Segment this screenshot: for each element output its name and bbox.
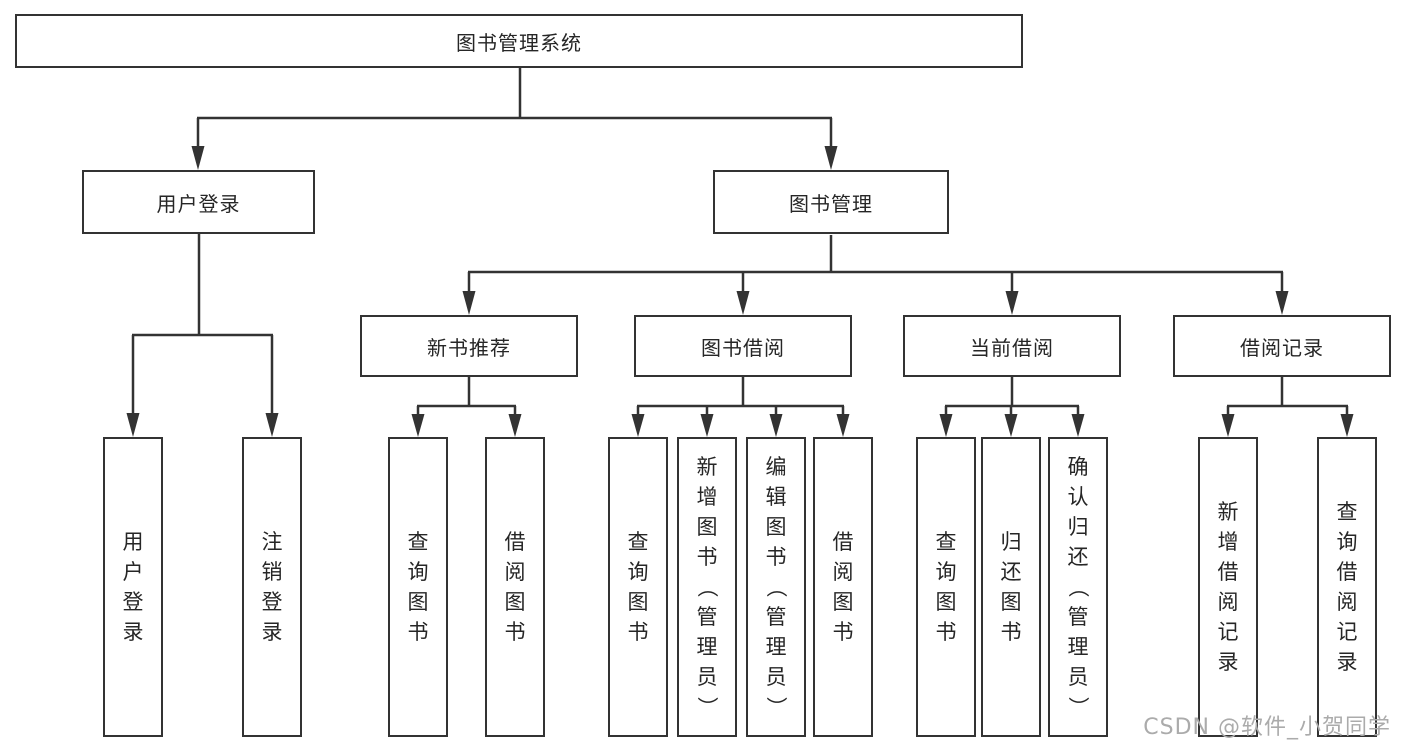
node-leaf-edit-books-admin: 编辑图书（管理员） <box>746 437 806 737</box>
node-label: 查询借阅记录 <box>1336 500 1358 674</box>
arrowhead <box>1004 414 1018 437</box>
arrowhead <box>1275 291 1289 315</box>
arrowhead <box>1340 414 1354 437</box>
node-label: 图书管理系统 <box>456 30 582 55</box>
node-leaf-query-books-recommend: 查询图书 <box>388 437 448 737</box>
node-label: 查询图书 <box>627 530 649 644</box>
node-leaf-confirm-return-admin: 确认归还（管理员） <box>1048 437 1108 737</box>
arrowhead <box>508 414 522 437</box>
node-new-book-recommend: 新书推荐 <box>360 315 578 377</box>
arrowhead <box>191 146 205 170</box>
node-borrow-records: 借阅记录 <box>1173 315 1391 377</box>
node-leaf-query-borrow-record: 查询借阅记录 <box>1317 437 1377 737</box>
node-label: 用户登录 <box>122 530 144 644</box>
node-label: 用户登录 <box>156 191 241 216</box>
node-label: 编辑图书（管理员） <box>764 455 788 718</box>
node-label: 借阅图书 <box>504 530 526 644</box>
arrowhead <box>1005 291 1019 315</box>
node-leaf-query-books-current: 查询图书 <box>916 437 976 737</box>
node-label: 注销登录 <box>261 530 283 644</box>
node-label: 新增图书（管理员） <box>695 455 719 718</box>
node-leaf-query-books-borrow: 查询图书 <box>608 437 668 737</box>
node-label: 确认归还（管理员） <box>1066 455 1090 718</box>
arrowhead <box>700 414 714 437</box>
node-library-management-system: 图书管理系统 <box>15 14 1023 68</box>
node-book-management: 图书管理 <box>713 170 949 234</box>
node-leaf-add-borrow-record: 新增借阅记录 <box>1198 437 1258 737</box>
node-current-borrow: 当前借阅 <box>903 315 1121 377</box>
arrowhead <box>411 414 425 437</box>
csdn-watermark: CSDN @软件_小贺同学 <box>1143 715 1391 740</box>
node-label: 查询图书 <box>407 530 429 644</box>
node-book-borrow: 图书借阅 <box>634 315 852 377</box>
arrowhead <box>126 413 140 437</box>
node-label: 图书借阅 <box>701 335 785 360</box>
arrowhead <box>631 414 645 437</box>
node-leaf-user-login: 用户登录 <box>103 437 163 737</box>
arrowhead <box>824 146 838 170</box>
node-label: 借阅图书 <box>832 530 854 644</box>
arrowhead <box>836 414 850 437</box>
node-label: 新书推荐 <box>427 335 511 360</box>
arrowhead <box>736 291 750 315</box>
arrowhead <box>1221 414 1235 437</box>
node-leaf-borrow-books: 借阅图书 <box>813 437 873 737</box>
node-user-login: 用户登录 <box>82 170 315 234</box>
arrowhead <box>265 413 279 437</box>
node-label: 当前借阅 <box>970 335 1054 360</box>
node-label: 归还图书 <box>1000 530 1022 644</box>
arrowhead <box>462 291 476 315</box>
node-leaf-add-books-admin: 新增图书（管理员） <box>677 437 737 737</box>
node-label: 查询图书 <box>935 530 957 644</box>
arrowhead <box>769 414 783 437</box>
node-label: 图书管理 <box>789 191 873 216</box>
node-leaf-borrow-books-recommend: 借阅图书 <box>485 437 545 737</box>
node-label: 新增借阅记录 <box>1217 500 1239 674</box>
arrowhead <box>939 414 953 437</box>
node-label: 借阅记录 <box>1240 335 1324 360</box>
arrowhead <box>1071 414 1085 437</box>
node-leaf-return-books: 归还图书 <box>981 437 1041 737</box>
node-leaf-logout: 注销登录 <box>242 437 302 737</box>
